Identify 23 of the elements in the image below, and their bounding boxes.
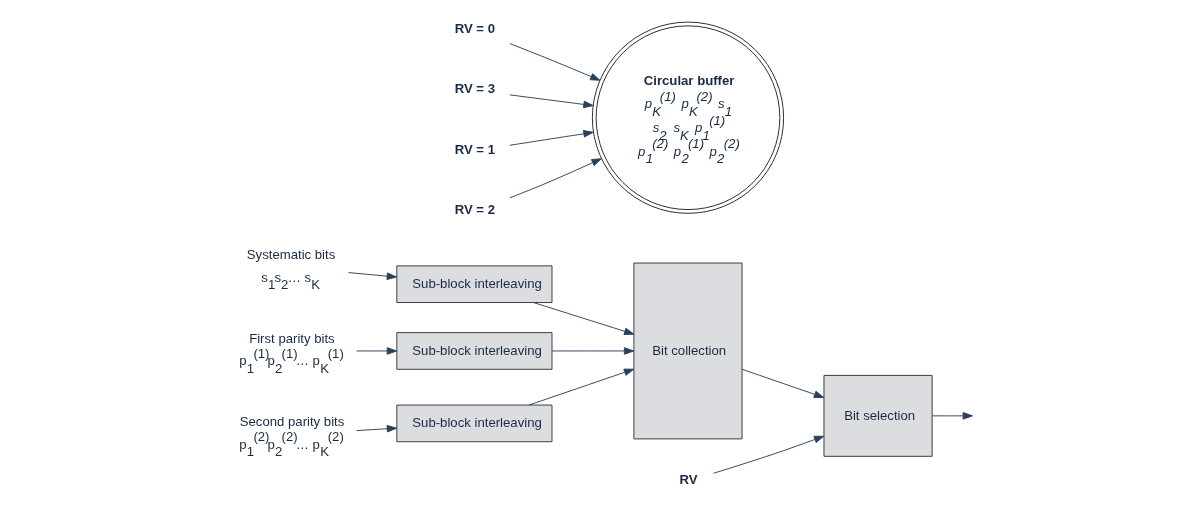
node-box: Sub-block interleaving bbox=[396, 404, 553, 443]
arrow bbox=[509, 43, 601, 81]
node-text: RV = 1 bbox=[454, 141, 496, 157]
node-box: Sub-block interleaving bbox=[396, 332, 553, 370]
arrow bbox=[356, 424, 398, 433]
arrow bbox=[528, 368, 635, 406]
arrow bbox=[931, 412, 973, 420]
node-text: RV bbox=[679, 471, 698, 487]
node-box: Bit collection bbox=[633, 262, 743, 440]
arrow bbox=[713, 435, 825, 474]
node-text: RV = 0 bbox=[454, 21, 496, 37]
arrow bbox=[551, 347, 635, 355]
node-box: Sub-block interleaving bbox=[396, 265, 553, 303]
arrow bbox=[356, 347, 398, 355]
arrow bbox=[509, 158, 602, 199]
arrow bbox=[348, 272, 398, 280]
arrow bbox=[533, 302, 635, 335]
node-text: RV = 3 bbox=[454, 81, 496, 97]
arrow bbox=[509, 130, 594, 146]
arrow bbox=[741, 368, 825, 398]
node-text: RV = 2 bbox=[454, 201, 496, 217]
node-box: Bit selection bbox=[823, 374, 933, 457]
arrow bbox=[509, 94, 594, 109]
